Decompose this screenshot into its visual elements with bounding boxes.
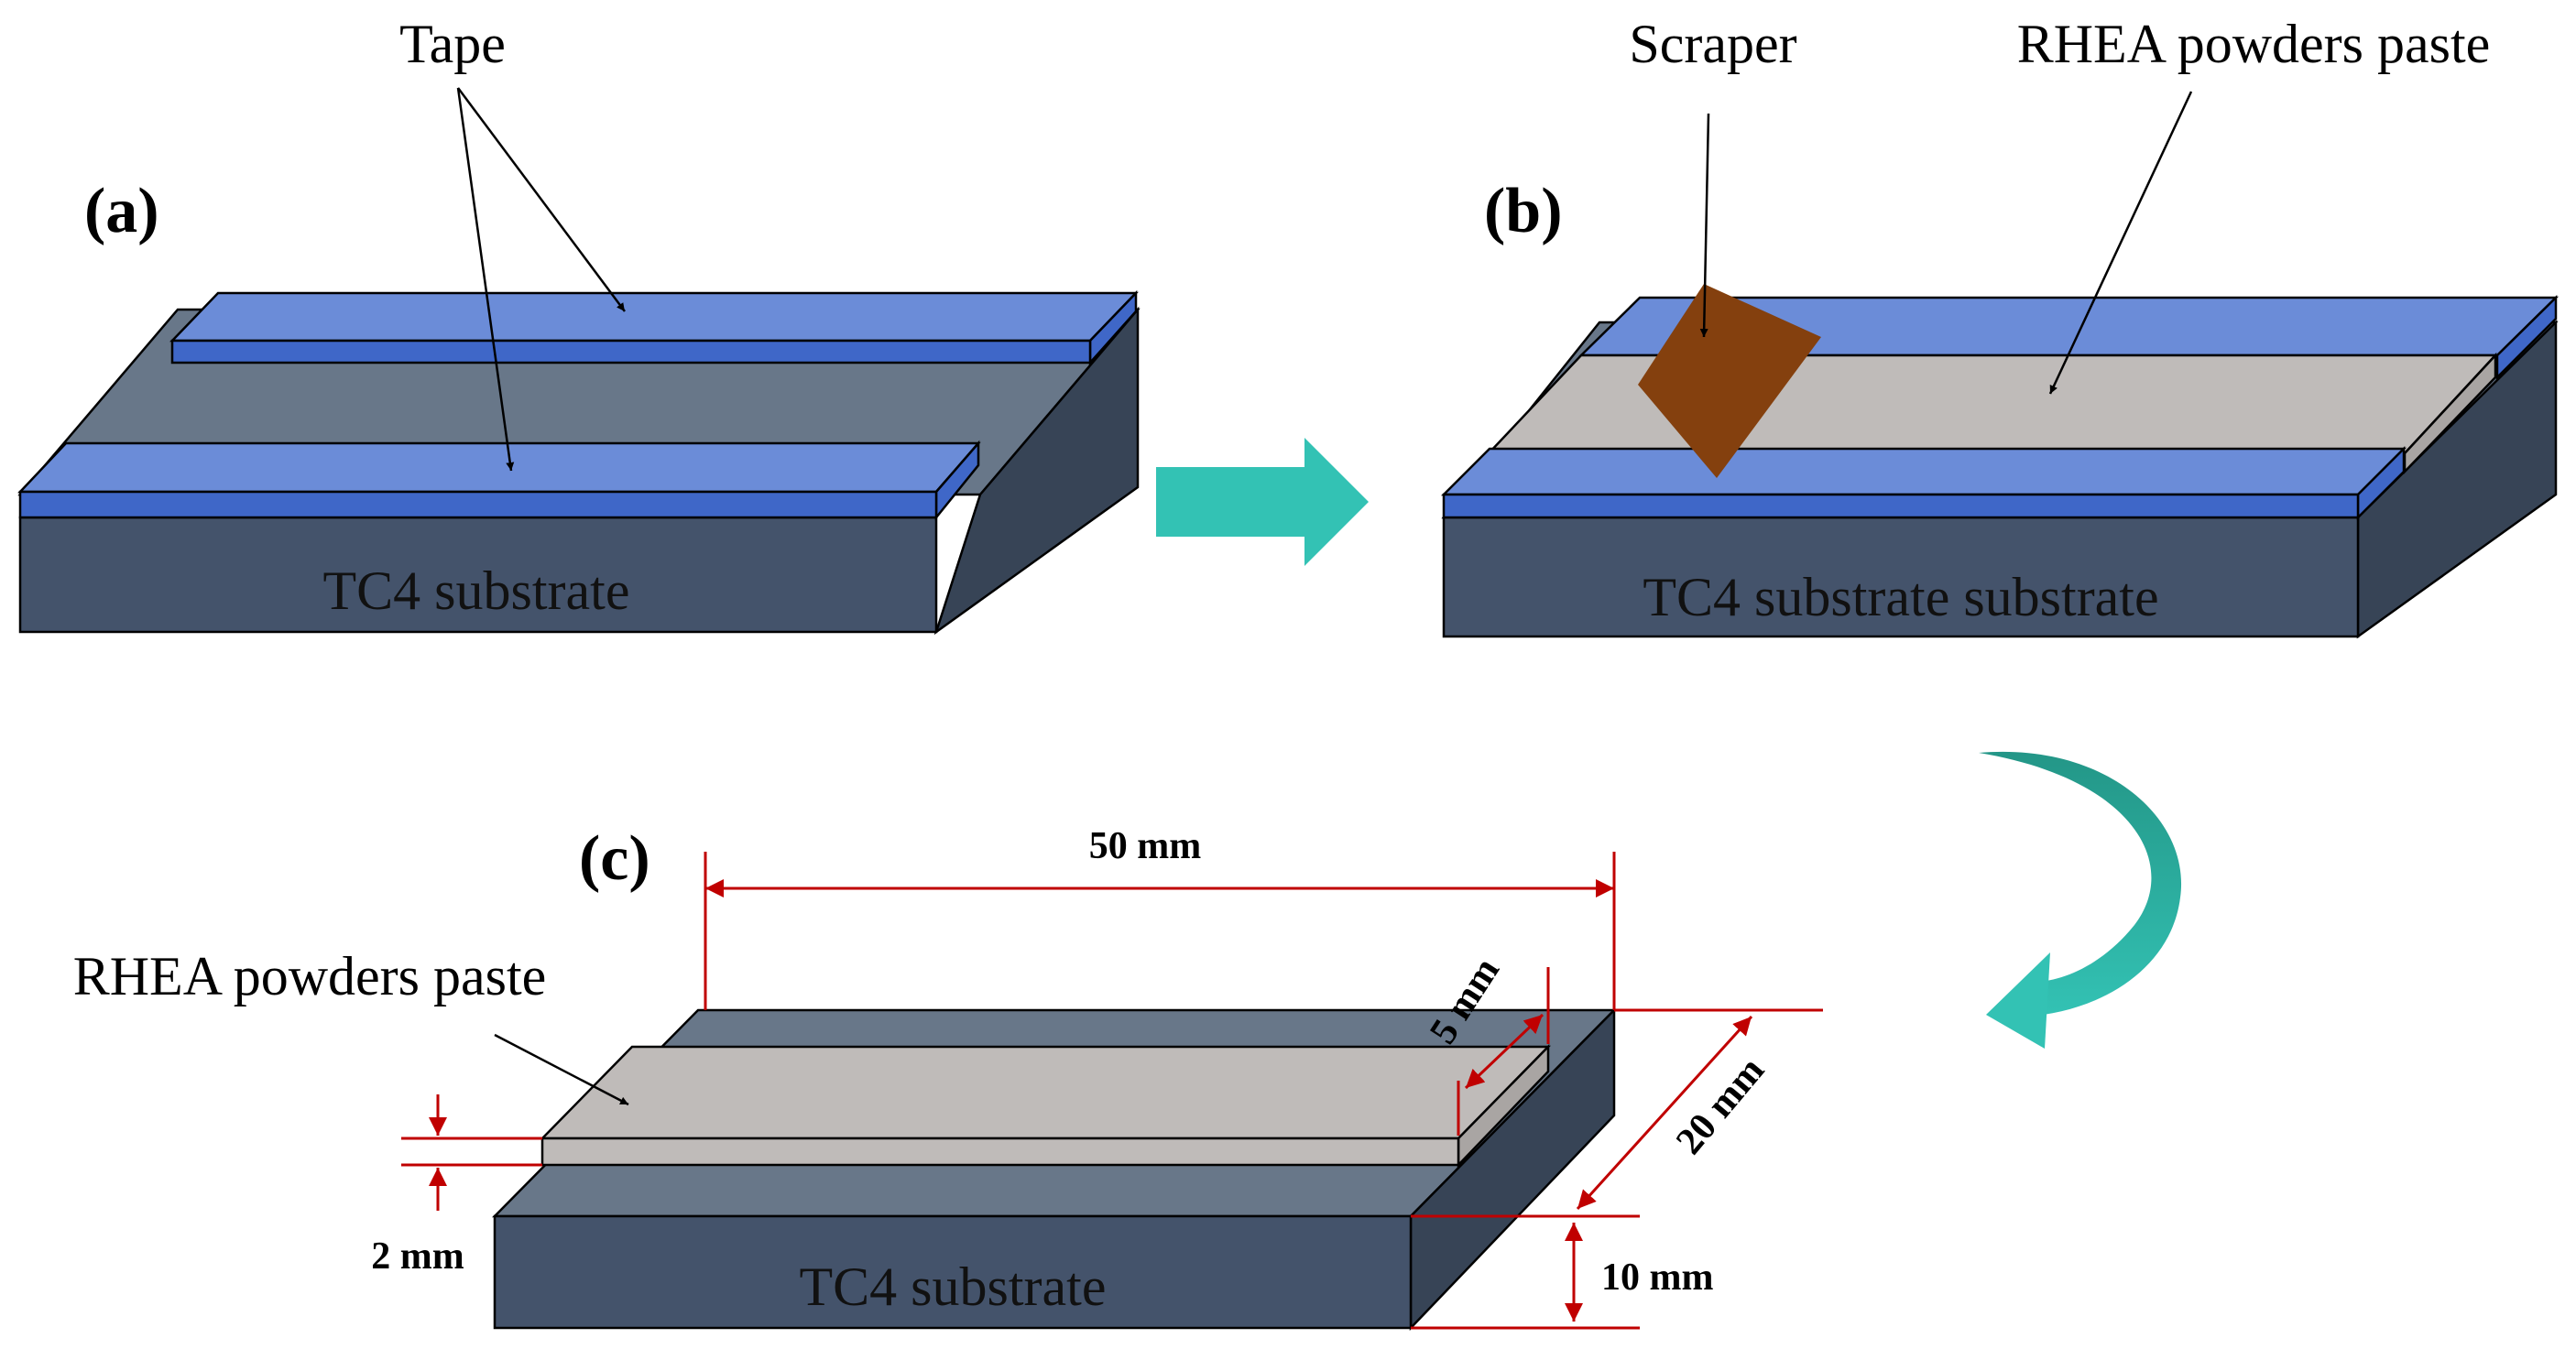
- arrow-b-to-c: [1979, 751, 2182, 1049]
- panel-c-label: (c): [579, 823, 650, 894]
- arrow-a-to-b: [1156, 438, 1369, 566]
- substrate-c-front: [493, 1214, 1413, 1330]
- dim-width-label: 20 mm: [1668, 1050, 1773, 1162]
- dim-thickness: 2 mm: [371, 1094, 542, 1278]
- tape-pointer-front: [456, 87, 515, 472]
- substrate-c-label: TC4 substrate: [800, 1257, 1107, 1317]
- dim-height-label: 10 mm: [1601, 1257, 1713, 1299]
- dim-thickness-label: 2 mm: [371, 1235, 464, 1278]
- substrate-b-label: TC4 substrate substrate: [1643, 567, 2158, 627]
- panel-a: (a) Tape TC4 substrate: [17, 14, 1141, 636]
- tape-b-front-top: [1440, 447, 2407, 496]
- tape-pointer-back: [456, 87, 627, 312]
- paste-c-top: [540, 1045, 1551, 1140]
- substrate-b-front: [1442, 516, 2360, 638]
- scraper-label: Scraper: [1629, 14, 1796, 74]
- dim-height: 10 mm: [1411, 1223, 1713, 1330]
- scraper-pointer: [1699, 113, 1710, 338]
- paste-c-front: [540, 1137, 1460, 1167]
- tape-b-back-side: [2495, 295, 2558, 381]
- paste-c-pointer: [494, 1033, 629, 1106]
- panel-c: (c) RHEA powders paste TC4 substrate 50 …: [73, 823, 1823, 1332]
- tape-b-front-front: [1442, 493, 2360, 519]
- tape-a-back-top: [169, 291, 1139, 343]
- paste-b-top: [1486, 354, 2498, 455]
- dim-length-label: 50 mm: [1089, 825, 1201, 867]
- paste-c-label: RHEA powders paste: [73, 946, 547, 1006]
- dim-length: 50 mm: [704, 825, 1616, 1010]
- substrate-a-label: TC4 substrate: [323, 560, 630, 621]
- tape-label: Tape: [399, 14, 506, 74]
- substrate-a-side: [933, 306, 1140, 636]
- substrate-a-front: [18, 516, 938, 634]
- tape-a-back-front: [170, 339, 1092, 364]
- tape-a-front-top: [17, 441, 981, 494]
- panel-a-label: (a): [84, 176, 159, 246]
- paste-b-pointer: [2048, 91, 2193, 395]
- panel-b-label: (b): [1484, 176, 1563, 246]
- tape-a-front-front: [18, 490, 938, 519]
- paste-b-label: RHEA powders paste: [2017, 14, 2491, 74]
- panel-b: (b) Scraper RHEA powders paste TC4 subst…: [1440, 14, 2560, 639]
- scraper: [1638, 284, 1821, 478]
